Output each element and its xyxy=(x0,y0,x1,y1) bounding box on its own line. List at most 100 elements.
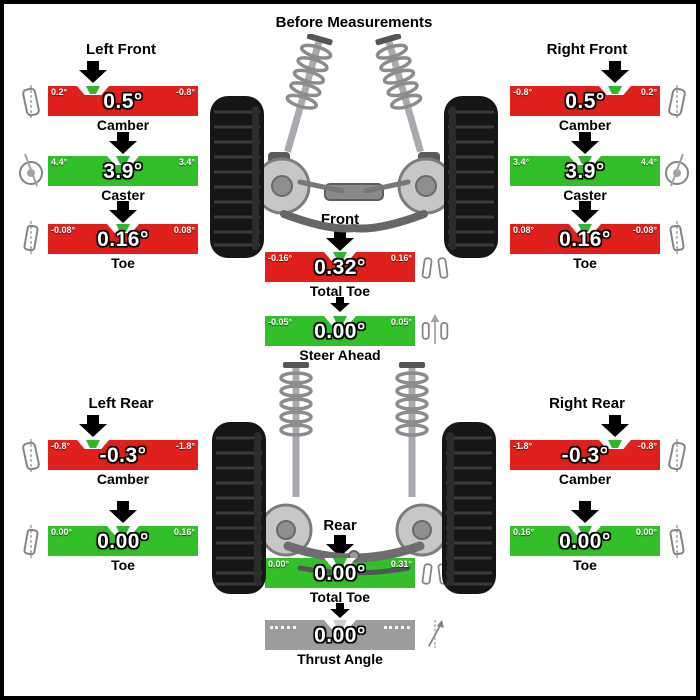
gauge-label: Toe xyxy=(111,255,135,271)
caster-icon xyxy=(16,152,46,188)
gauge-left-limit: -0.8° xyxy=(51,441,71,451)
gauge-rear-total-toe[interactable]: 0.00° 0.31° 0.00° Total Toe xyxy=(265,558,415,605)
gauge-left-limit: -0.08° xyxy=(51,225,76,235)
gauge-right-limit: 0.16° xyxy=(390,253,412,263)
gauge-notch xyxy=(569,526,601,535)
gauge-marker xyxy=(333,252,347,260)
gauge-right-limit: 0.08° xyxy=(173,225,195,235)
gauge-marker xyxy=(578,224,592,232)
gauge-right-front-toe[interactable]: 0.08° -0.08° 0.16° Toe xyxy=(510,224,660,271)
gauge-marker xyxy=(116,224,130,232)
gauge-bar: 0.08° -0.08° 0.16° xyxy=(510,224,660,254)
gauge-right-limit: 0.16° xyxy=(173,527,195,537)
gauge-left-front-camber[interactable]: 0.2° -0.8° 0.5° Camber xyxy=(48,86,198,133)
gauge-value: 0.00° xyxy=(559,530,611,553)
gauge-notch xyxy=(324,252,356,261)
gauge-value: 0.16° xyxy=(97,228,149,251)
gauge-marker xyxy=(608,86,622,94)
gauge-left-limit: 0.00° xyxy=(268,559,290,569)
gauge-right-rear-toe[interactable]: 0.16° 0.00° 0.00° Toe xyxy=(510,526,660,573)
gauge-value: 0.00° xyxy=(314,624,366,647)
gauge-bar: -0.05° 0.05° 0.00° xyxy=(265,316,415,346)
gauge-label: Total Toe xyxy=(309,589,371,605)
caster-icon xyxy=(662,152,692,188)
gauge-bar: -0.08° 0.08° 0.16° xyxy=(48,224,198,254)
gauge-value: 0.00° xyxy=(314,562,366,585)
gauge-left-limit: -1.8° xyxy=(513,441,533,451)
gauge-notch xyxy=(599,440,631,449)
gauge-left-limit: -0.8° xyxy=(513,87,533,97)
gauge-right-front-camber[interactable]: -0.8° 0.2° 0.5° Camber xyxy=(510,86,660,133)
gauge-left-front-caster[interactable]: 4.4° 3.4° 3.9° Caster xyxy=(48,156,198,203)
gauge-right-rear-camber[interactable]: -1.8° -0.8° -0.3° Camber xyxy=(510,440,660,487)
down-arrow-icon xyxy=(326,229,354,251)
toe-icon xyxy=(662,524,692,560)
gauge-marker xyxy=(333,620,347,628)
gauge-label: Total Toe xyxy=(309,283,371,299)
front-suspension-image xyxy=(204,33,504,267)
gauge-notch xyxy=(77,86,109,95)
gauge-label: Caster xyxy=(101,187,145,203)
gauge-marker xyxy=(86,86,100,94)
gauge-left-limit: 0.16° xyxy=(513,527,535,537)
total-toe-icon xyxy=(420,250,450,286)
gauge-value: 0.00° xyxy=(314,320,366,343)
gauge-bar: -0.16° 0.16° 0.32° xyxy=(265,252,415,282)
down-arrow-icon xyxy=(79,415,107,437)
gauge-bar: 0.16° 0.00° 0.00° xyxy=(510,526,660,556)
gauge-notch xyxy=(77,440,109,449)
camber-icon xyxy=(662,438,692,474)
section-header-rear: Rear xyxy=(323,517,357,534)
gauge-right-limit: 0.31° xyxy=(390,559,412,569)
gauge-label: Camber xyxy=(96,117,150,133)
gauge-right-limit: 0.2° xyxy=(640,87,657,97)
section-header-left-rear: Left Rear xyxy=(88,395,154,412)
gauge-label: Toe xyxy=(573,255,597,271)
gauge-label: Steer Ahead xyxy=(299,347,381,363)
gauge-label: Toe xyxy=(111,557,135,573)
toe-icon xyxy=(16,220,46,256)
section-header-right-front: Right Front xyxy=(546,41,628,58)
down-arrow-icon xyxy=(109,132,137,154)
gauge-label: Camber xyxy=(558,471,612,487)
down-arrow-icon xyxy=(601,61,629,83)
gauge-right-limit: 0.05° xyxy=(390,317,412,327)
gauge-right-limit: -0.8° xyxy=(637,441,657,451)
down-arrow-icon xyxy=(571,201,599,223)
gauge-marker xyxy=(116,156,130,164)
gauge-value: 0.32° xyxy=(314,256,366,279)
gauge-bar: -0.8° -1.8° -0.3° xyxy=(48,440,198,470)
gauge-right-limit: -0.08° xyxy=(632,225,657,235)
gauge-right-front-caster[interactable]: 3.4° 4.4° 3.9° Caster xyxy=(510,156,660,203)
gauge-left-limit: 0.00° xyxy=(51,527,73,537)
gauge-notch xyxy=(599,86,631,95)
gauge-left-rear-camber[interactable]: -0.8° -1.8° -0.3° Camber xyxy=(48,440,198,487)
gauge-front-total-toe[interactable]: -0.16° 0.16° 0.32° Total Toe xyxy=(265,252,415,299)
gauge-notch xyxy=(324,558,356,567)
gauge-thrust-angle[interactable]: 0.00° Thrust Angle xyxy=(265,620,415,667)
toe-icon xyxy=(16,524,46,560)
gauge-steer-ahead[interactable]: -0.05° 0.05° 0.00° Steer Ahead xyxy=(265,316,415,363)
gauge-bar: 0.2° -0.8° 0.5° xyxy=(48,86,198,116)
gauge-bar: 0.00° 0.16° 0.00° xyxy=(48,526,198,556)
gauge-value: 3.9° xyxy=(565,160,605,183)
down-arrow-icon xyxy=(79,61,107,83)
gauge-value: -0.3° xyxy=(99,444,147,467)
gauge-label: Toe xyxy=(573,557,597,573)
gauge-left-limit: -0.16° xyxy=(268,253,293,263)
down-arrow-icon xyxy=(330,297,350,312)
gauge-notch xyxy=(324,620,356,629)
thrust-angle-icon xyxy=(420,616,450,652)
down-arrow-icon xyxy=(109,501,137,523)
gauge-marker xyxy=(608,440,622,448)
gauge-left-rear-toe[interactable]: 0.00° 0.16° 0.00° Toe xyxy=(48,526,198,573)
gauge-label: Caster xyxy=(563,187,607,203)
gauge-label: Camber xyxy=(558,117,612,133)
camber-icon xyxy=(16,438,46,474)
gauge-bar: -1.8° -0.8° -0.3° xyxy=(510,440,660,470)
down-arrow-icon xyxy=(601,415,629,437)
gauge-right-limit: -0.8° xyxy=(175,87,195,97)
gauge-left-front-toe[interactable]: -0.08° 0.08° 0.16° Toe xyxy=(48,224,198,271)
gauge-label: Thrust Angle xyxy=(297,651,383,667)
gauge-right-limit: 3.4° xyxy=(178,157,195,167)
